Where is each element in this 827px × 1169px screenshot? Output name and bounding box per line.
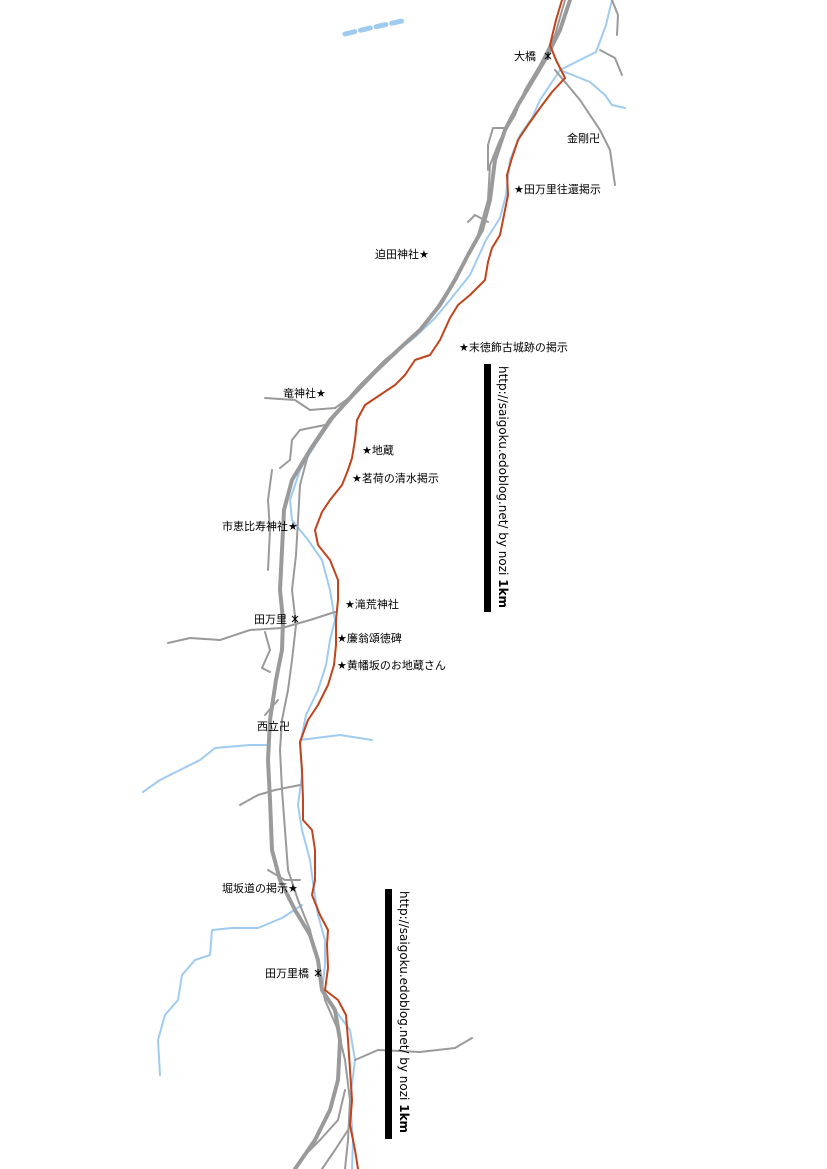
label-jizo: ★地蔵	[362, 444, 394, 457]
road-ne-2	[599, 49, 623, 76]
road-ohashi-east	[554, 69, 616, 186]
label-tamari-bashi: 田万里橋	[265, 966, 309, 980]
river-dash-1	[342, 18, 405, 37]
road-tamari-south	[261, 631, 271, 673]
road-south-bend-2	[321, 1129, 349, 1169]
road-west-1	[279, 424, 326, 469]
scale-bar-lower-text: http://saigoku.edoblog.net/ by nozi 1km	[397, 891, 411, 1133]
label-kongo: 金剛卍	[567, 131, 600, 145]
roads	[167, 0, 623, 1169]
scale-bar-upper: http://saigoku.edoblog.net/ by nozi 1km	[484, 364, 510, 612]
road-east-south	[354, 1037, 473, 1061]
scale-bar-upper-text: http://saigoku.edoblog.net/ by nozi 1km	[496, 366, 510, 608]
west-tributary-2	[299, 734, 373, 741]
rivers	[142, 0, 626, 1169]
walking-route	[299, 0, 566, 1169]
scale-bar-lower-rect	[385, 889, 392, 1139]
road-upper-loop	[487, 127, 506, 171]
west-tributary-3	[157, 904, 303, 1076]
upper-river-branch	[559, 69, 626, 109]
label-ryujin-jinja: 竜神社★	[283, 386, 326, 400]
scale-bar-lower: http://saigoku.edoblog.net/ by nozi 1km	[385, 889, 411, 1139]
main-river	[289, 0, 613, 1169]
label-ichiebisu: 市恵比寿神社★	[222, 519, 298, 533]
label-ohashi: 大橋	[514, 49, 536, 63]
label-tamari: 田万里	[254, 613, 287, 626]
label-suetoku: ★末徳飾古城跡の掲示	[459, 340, 568, 354]
old-road	[279, 0, 566, 1169]
road-south-bend	[299, 1089, 346, 1161]
label-sakoda-jinja: 迫田神社★	[375, 247, 429, 261]
label-tamari-ouraku: ★田万里往還掲示	[514, 182, 601, 196]
road-west-3	[239, 784, 301, 806]
road-west-4	[267, 869, 301, 881]
place-labels: 大橋 金剛卍 ★田万里往還掲示 迫田神社★ ★末徳飾古城跡の掲示 竜神社★ ★地…	[222, 49, 601, 980]
label-myoga: ★茗荷の清水掲示	[352, 471, 439, 485]
label-renou: ★廉翁頌徳碑	[337, 631, 402, 645]
label-nishiryu: 西立卍	[257, 719, 290, 733]
road-nishiryu	[264, 699, 279, 716]
road-tamari-west	[167, 611, 336, 644]
road-sakoda	[467, 214, 489, 223]
scale-bar-upper-rect	[484, 364, 491, 612]
label-kiharazaka: ★黄幡坂のお地蔵さん	[337, 658, 446, 672]
road-west-2	[267, 469, 273, 571]
bridge-markers	[291, 52, 552, 977]
west-tributary-1	[142, 744, 269, 793]
bridge-icon	[291, 615, 299, 623]
road-ryujin	[264, 395, 353, 411]
label-takiara: ★滝荒神社	[345, 597, 399, 611]
route-line	[299, 0, 566, 1169]
label-horisaka: 堀坂道の掲示★	[222, 881, 298, 895]
main-highway	[266, 0, 572, 1169]
bridge-icon	[314, 969, 322, 977]
road-ne-1	[611, 0, 619, 36]
bridge-icon	[544, 52, 552, 60]
